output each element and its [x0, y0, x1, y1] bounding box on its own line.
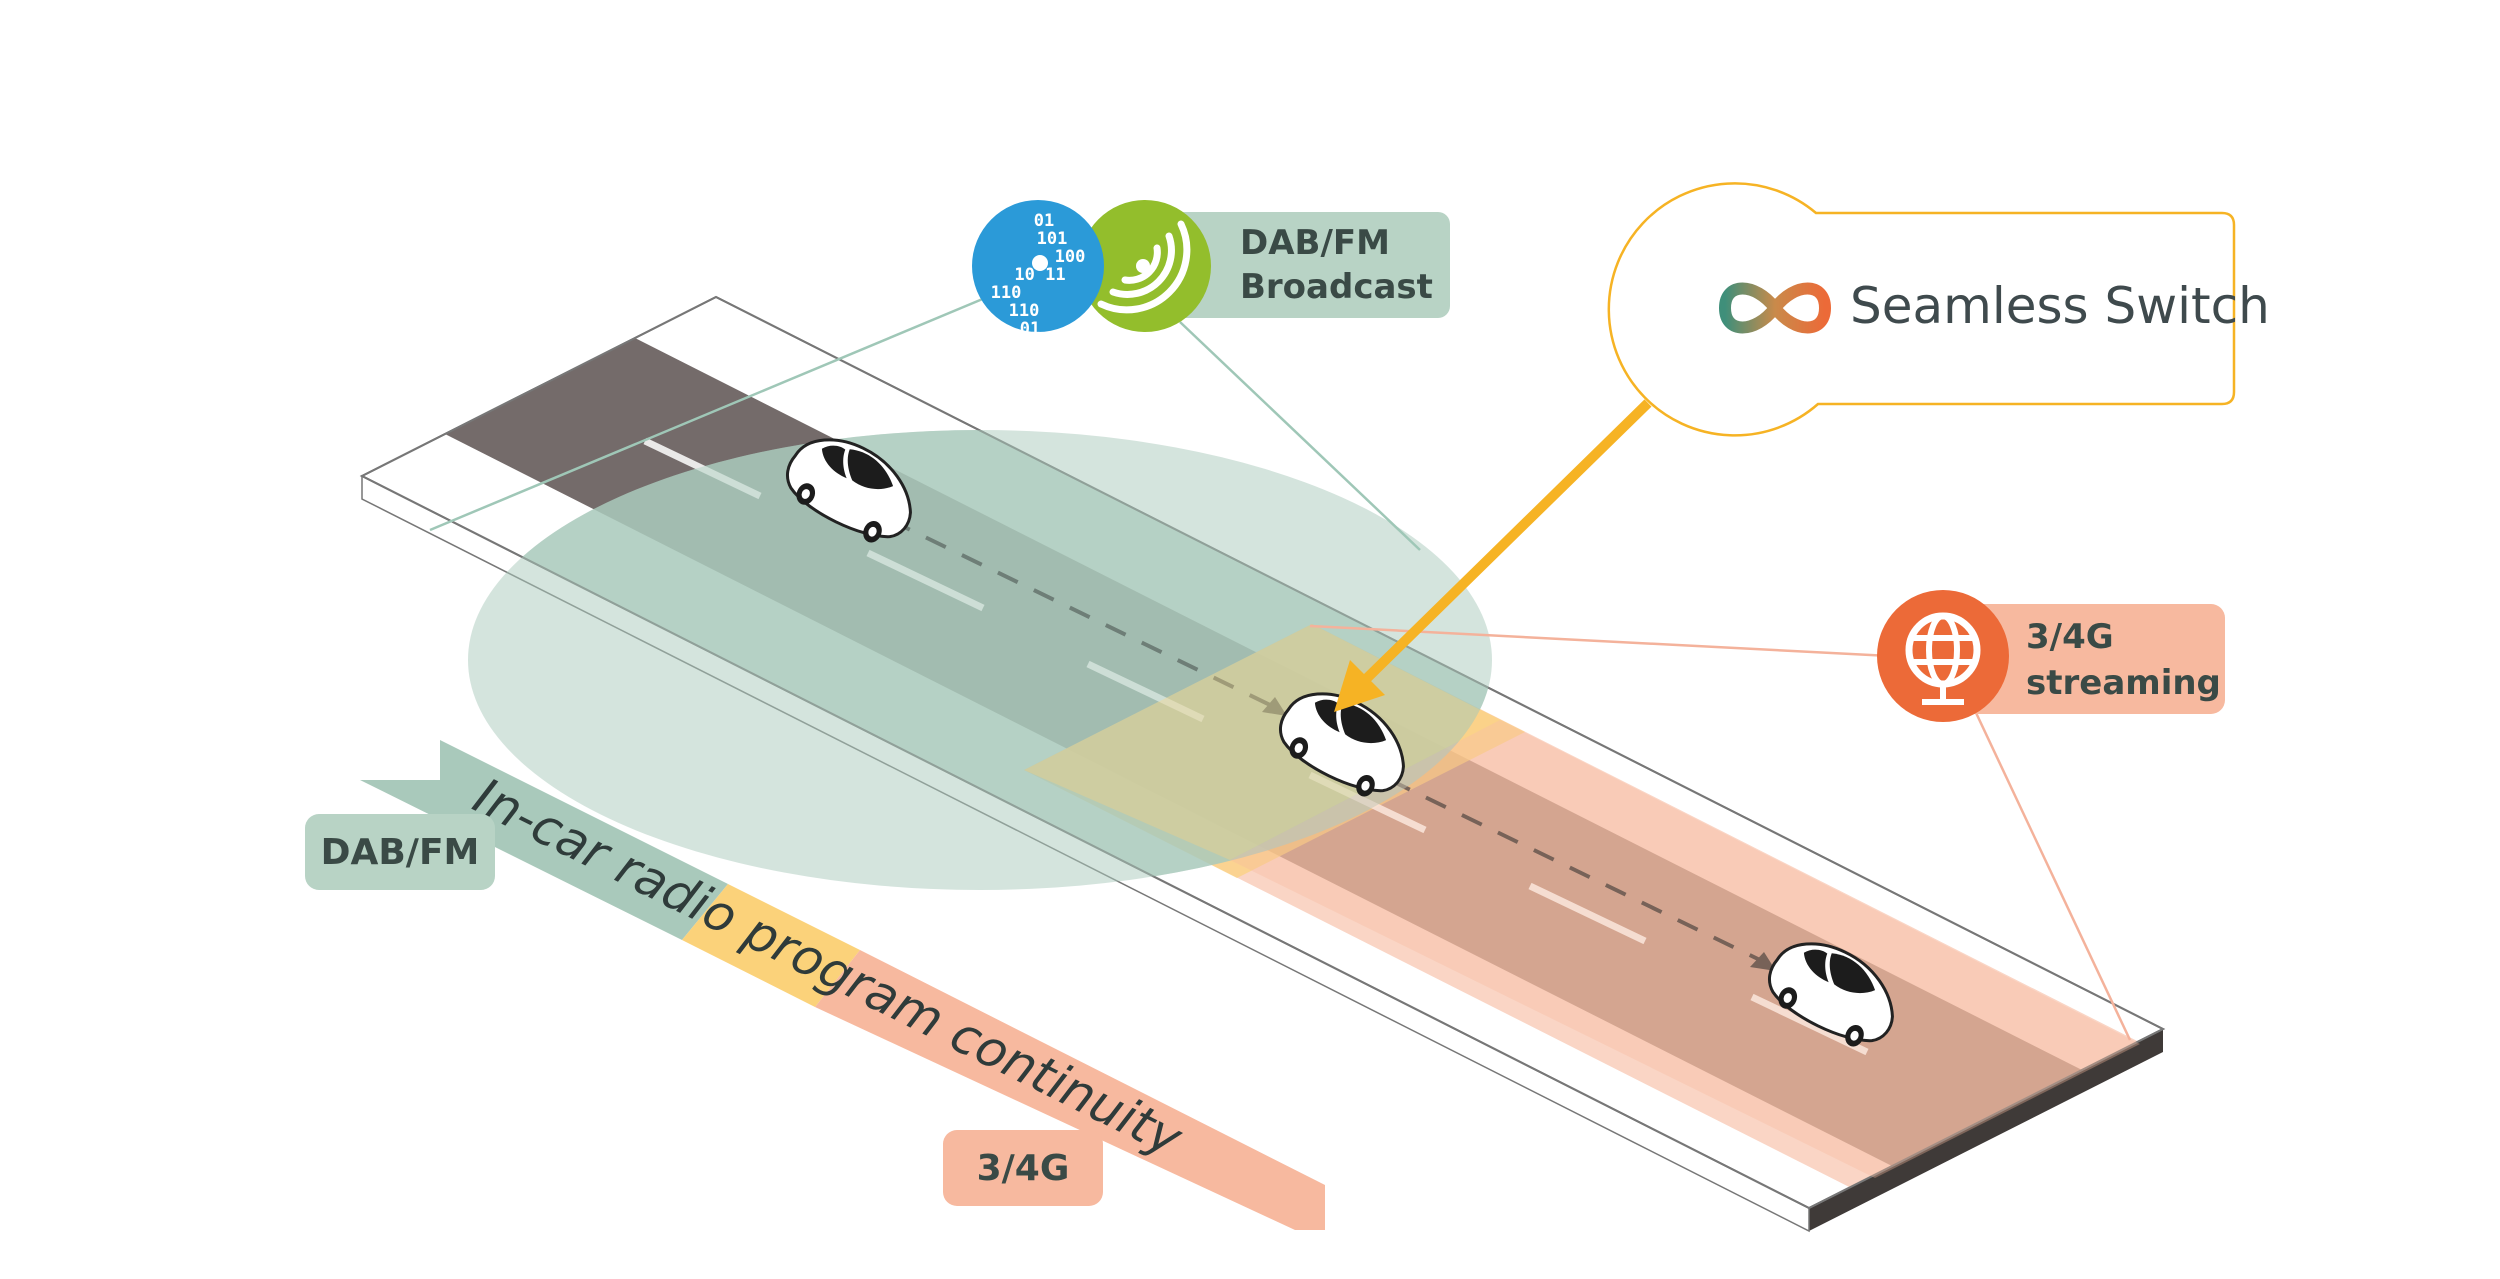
dab-coverage-outer [468, 430, 1492, 890]
dabfm-legend: DAB/FM [305, 814, 495, 890]
connector-lines [429, 296, 2132, 1041]
g34-coverage-outer [1230, 720, 2140, 1178]
seamless-switch-label: Seamless Switch [1850, 277, 2270, 335]
infinity-icon [1718, 282, 1832, 334]
broadcast-label-line2: Broadcast [1240, 267, 1433, 307]
overlap-zone-outer [1024, 624, 1500, 860]
svg-text:101: 101 [1037, 229, 1068, 249]
broadcast-label-line1: DAB/FM [1240, 223, 1390, 263]
broadcast-label-box: DAB/FM Broadcast [1170, 212, 1450, 318]
g34-legend: 3/4G [943, 1130, 1103, 1206]
svg-text:110: 110 [1009, 301, 1040, 321]
streaming-label-line2: streaming [2026, 663, 2221, 703]
globe-icon [1877, 590, 2009, 722]
dabfm-legend-label: DAB/FM [321, 832, 480, 873]
svg-text:01: 01 [1034, 211, 1054, 231]
binary-data-icon: 01 101 100 10 11 110 110 01 [972, 200, 1104, 339]
broadcast-signal-icon [1079, 200, 1211, 332]
svg-text:110: 110 [991, 283, 1022, 303]
switch-arrow [1334, 399, 1652, 712]
seamless-switch-callout: Seamless Switch [1607, 182, 2270, 437]
streaming-label-line1: 3/4G [2026, 617, 2114, 657]
g34-legend-label: 3/4G [977, 1148, 1070, 1189]
svg-text:10 11: 10 11 [1014, 265, 1065, 285]
streaming-label-box: 3/4G streaming [1935, 604, 2225, 714]
svg-text:100: 100 [1055, 247, 1086, 267]
svg-text:01: 01 [1020, 319, 1040, 339]
